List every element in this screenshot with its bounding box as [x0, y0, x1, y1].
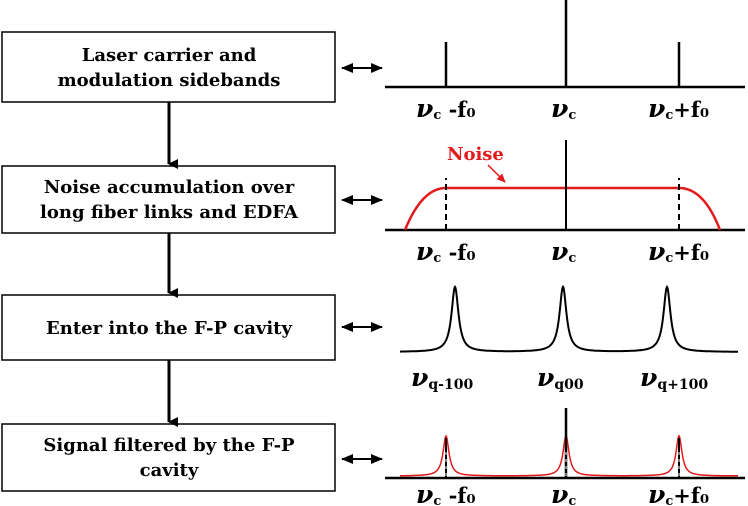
step-1-line-1: Laser carrier and: [82, 45, 257, 66]
step-box-2: Noise accumulation over long fiber links…: [1, 165, 336, 234]
panel-1-label-center: νc: [551, 94, 576, 123]
panel-1-label-lower: νc -f₀: [416, 94, 476, 123]
panel-4-label-lower: νc -f₀: [416, 480, 476, 506]
step-2-line-1: Noise accumulation over: [44, 177, 295, 198]
panel-2-label-upper: νc+f₀: [648, 237, 709, 266]
step-box-3: Enter into the F-P cavity: [1, 294, 336, 361]
noise-pointer-arrow: [487, 164, 506, 183]
noise-floor-curve: [403, 186, 722, 231]
panel-4-label-center: νc: [551, 480, 576, 506]
panel-3-label-right: νq+100: [640, 363, 708, 393]
step-4-line-2: cavity: [140, 460, 199, 481]
spectrum-cavity-panel: νq-100 νq00 νq+100: [400, 284, 738, 393]
panel-3-label-center: νq00: [537, 363, 584, 393]
filtered-noise-curve: [400, 434, 738, 477]
spectrum-filtered-panel: νc -f₀ νc νc+f₀: [385, 408, 745, 506]
panel-2-label-lower: νc -f₀: [416, 237, 476, 266]
step-box-4: Signal filtered by the F-P cavity: [1, 423, 336, 492]
step-2-line-2: long fiber links and EDFA: [40, 202, 299, 223]
step-box-1: Laser carrier and modulation sidebands: [1, 31, 336, 103]
cavity-transmission-curve: [400, 284, 738, 353]
spectrum-noise-panel: Noise νc -f₀ νc νc+f₀: [385, 140, 745, 266]
noise-annotation: Noise: [447, 144, 504, 165]
panel-4-label-upper: νc+f₀: [648, 480, 709, 506]
step-4-line-1: Signal filtered by the F-P: [43, 435, 295, 456]
step-1-line-2: modulation sidebands: [58, 70, 281, 91]
step-3-line-1: Enter into the F-P cavity: [46, 318, 292, 339]
spectrum-carrier-panel: νc -f₀ νc νc+f₀: [385, 0, 745, 123]
panel-1-label-upper: νc+f₀: [648, 94, 709, 123]
panel-3-label-left: νq-100: [411, 363, 473, 393]
panel-2-label-center: νc: [551, 237, 576, 266]
